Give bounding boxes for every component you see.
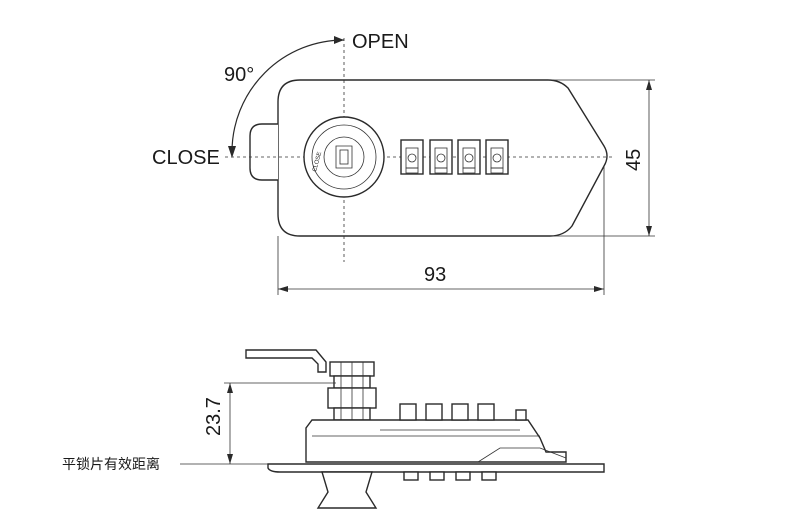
width-dimension bbox=[277, 166, 605, 295]
dial-2 bbox=[429, 139, 453, 175]
width-label: 93 bbox=[424, 264, 446, 286]
latch-tab bbox=[249, 123, 278, 181]
arc-arrowhead-open bbox=[334, 36, 344, 44]
base-plate bbox=[267, 463, 605, 473]
latch-spring bbox=[477, 447, 567, 463]
open-label: OPEN bbox=[352, 31, 409, 53]
lock-housing bbox=[305, 419, 567, 463]
dial-4 bbox=[485, 139, 509, 175]
rotation-arc bbox=[231, 39, 345, 153]
side-view: 23.7 平锁片有效距离 bbox=[62, 349, 605, 509]
bottom-knob bbox=[316, 471, 378, 509]
arc-arrowhead-close bbox=[228, 146, 236, 158]
height-dimension bbox=[548, 79, 655, 237]
lock-cylinder: CLOSE bbox=[303, 116, 385, 198]
dial-1 bbox=[400, 139, 424, 175]
side-height-dimension bbox=[224, 382, 336, 465]
flat-latch-plate bbox=[245, 349, 327, 373]
side-height-label: 23.7 bbox=[203, 397, 225, 436]
top-view: CLOSE bbox=[152, 31, 655, 295]
combination-dials bbox=[400, 139, 509, 175]
bottom-dials bbox=[403, 471, 497, 481]
cylinder-key-text: CLOSE bbox=[312, 151, 323, 172]
dial-3 bbox=[457, 139, 481, 175]
height-label: 45 bbox=[623, 149, 645, 171]
side-dials bbox=[399, 403, 527, 421]
close-label: CLOSE bbox=[152, 147, 220, 169]
cylinder-column bbox=[327, 361, 377, 421]
note-label: 平锁片有效距离 bbox=[62, 456, 160, 472]
angle-label: 90° bbox=[224, 64, 254, 86]
